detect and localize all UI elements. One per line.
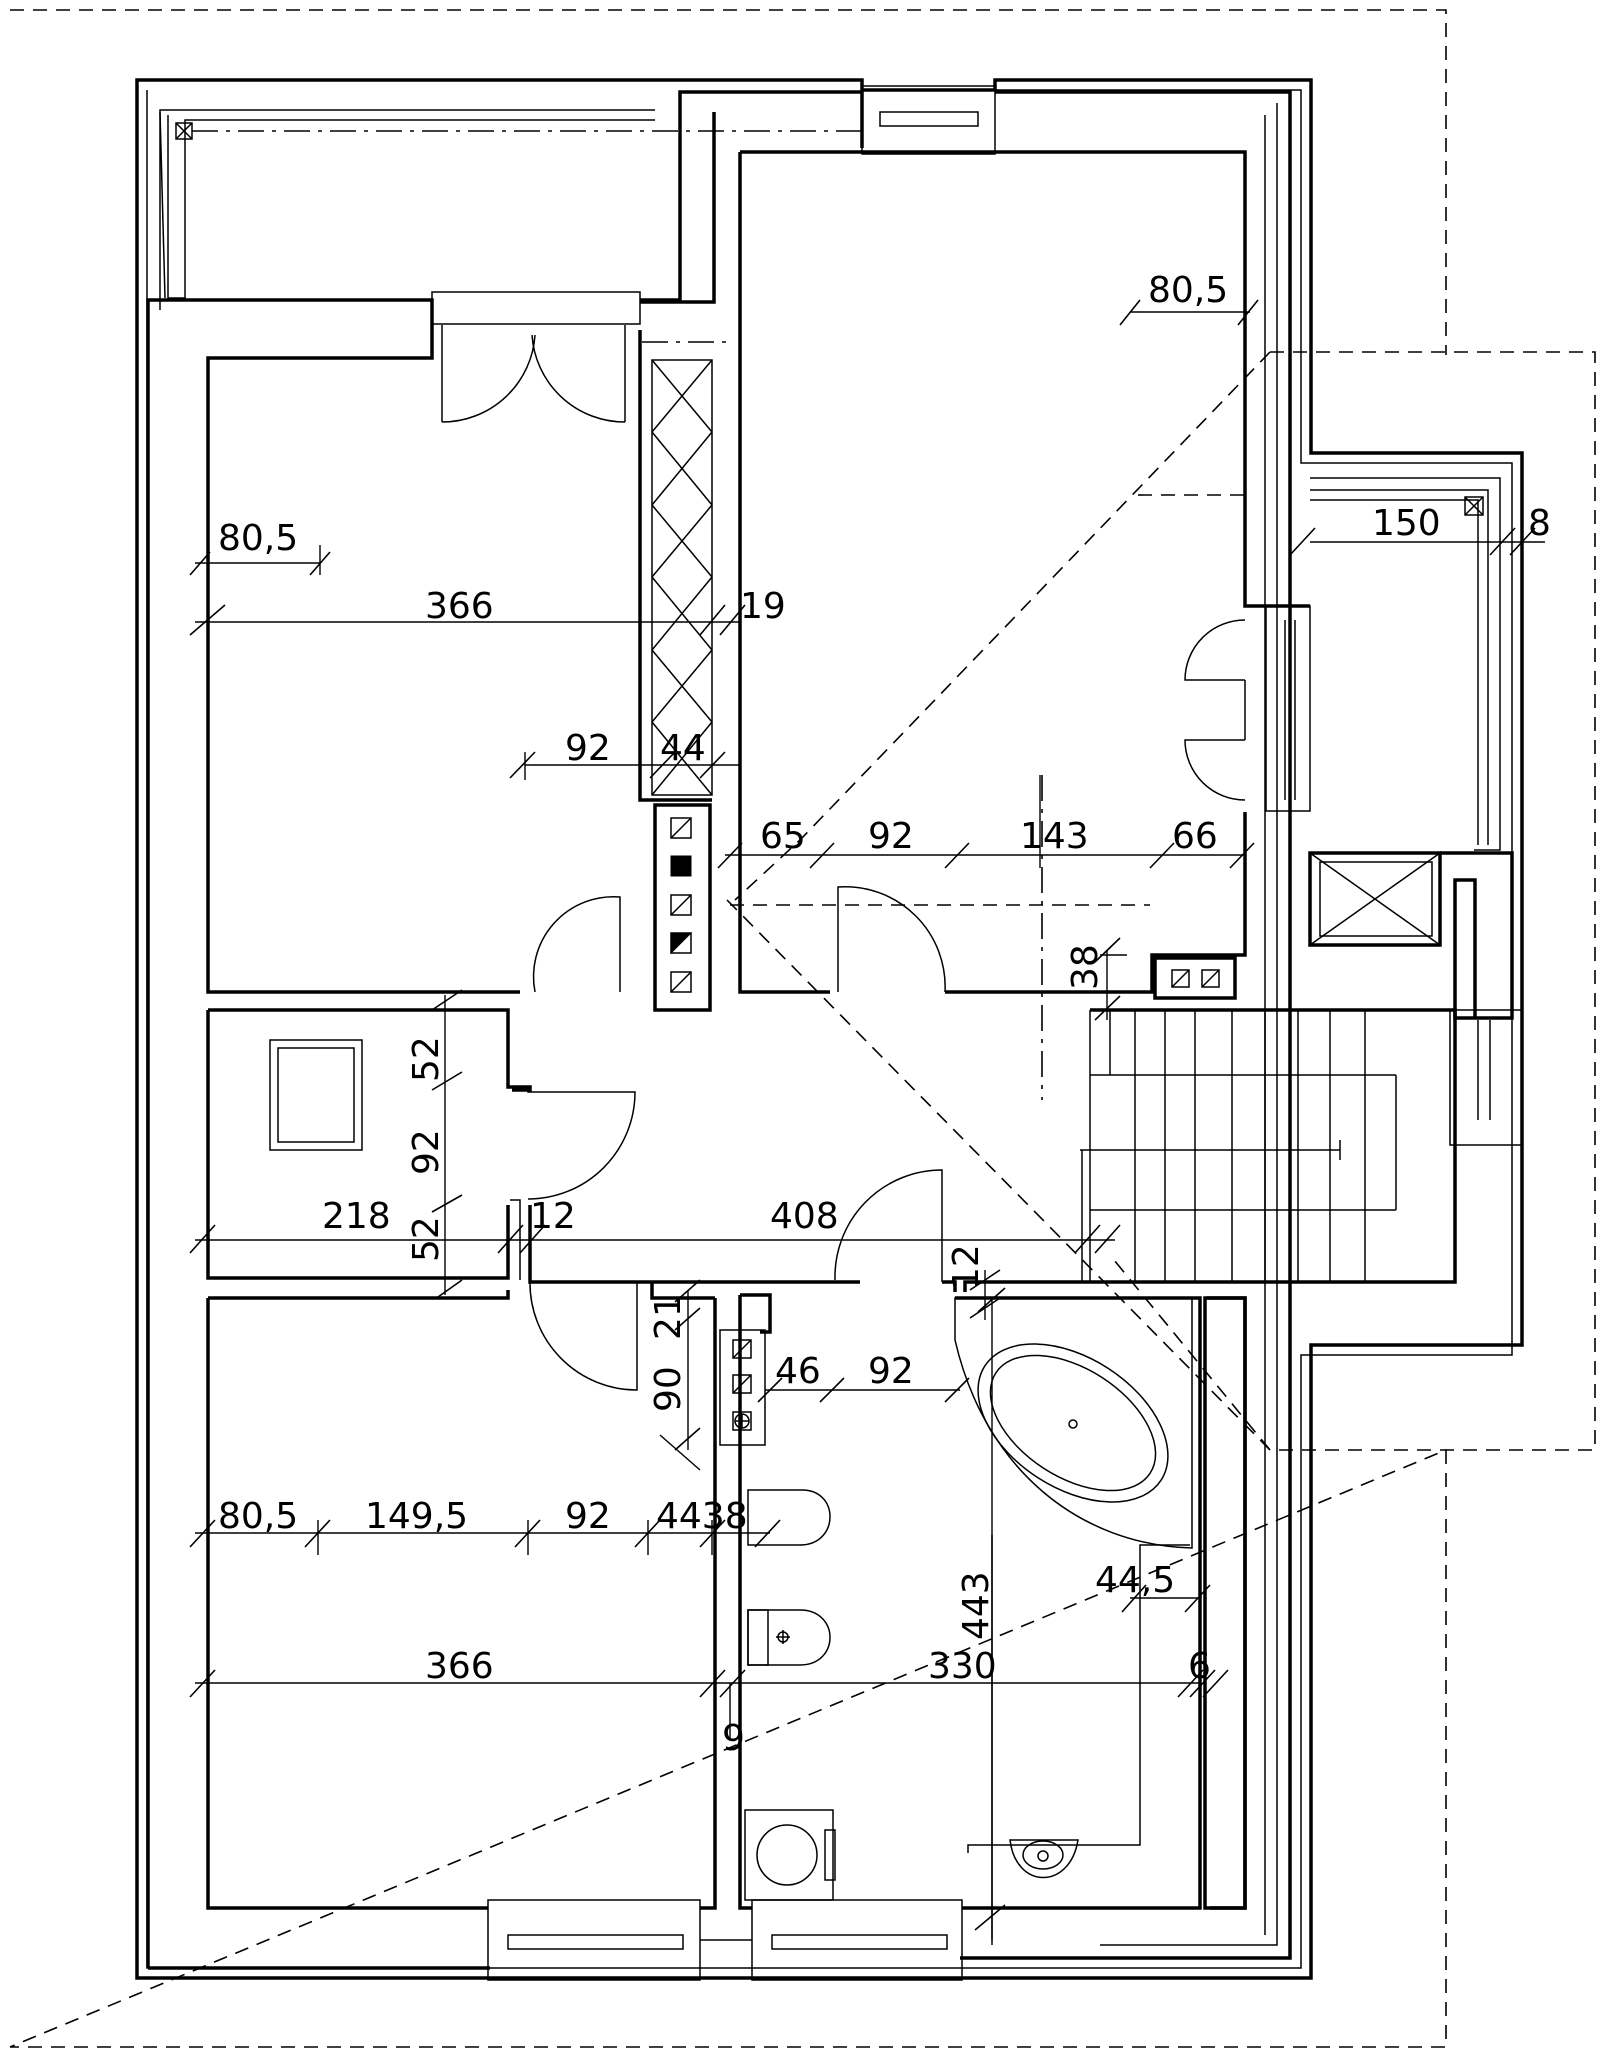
dim-90: 90: [648, 1366, 689, 1412]
dim-19: 19: [740, 586, 786, 627]
dim-12-left: 12: [530, 1196, 576, 1237]
exterior-walls: [135, 78, 1524, 1980]
dim-218: 218: [322, 1196, 391, 1237]
dim-44-38: 4438: [656, 1496, 748, 1537]
dim-92-bath: 92: [868, 1351, 914, 1392]
dim-52-top: 52: [406, 1036, 447, 1082]
dim-80-5-left-room: 80,5: [218, 518, 298, 559]
dim-149-5: 149,5: [365, 1496, 468, 1537]
lower-rooms: [206, 1282, 1247, 1981]
dim-330: 330: [928, 1646, 997, 1687]
balcony-east: [1184, 477, 1523, 1146]
dim-92-mid: 92: [868, 816, 914, 857]
roof-outline: [9, 9, 1596, 2048]
dim-52-bottom: 52: [406, 1216, 447, 1262]
balcony-west: [175, 85, 996, 423]
dim-80-5-lower: 80,5: [218, 1496, 298, 1537]
dim-92-vertical: 92: [406, 1129, 447, 1175]
dim-408: 408: [770, 1196, 839, 1237]
dim-366-upper: 366: [425, 586, 494, 627]
dim-12-right: 12: [946, 1244, 987, 1290]
dim-44-wardrobe: 44: [660, 728, 706, 769]
dim-46: 46: [775, 1351, 821, 1392]
dim-44-5: 44,5: [1095, 1560, 1175, 1601]
dim-9: 9: [722, 1718, 745, 1759]
dim-38-stairs: 38: [1065, 944, 1106, 990]
dim-6: 6: [1188, 1646, 1211, 1687]
staircase: [963, 775, 1457, 1292]
dim-65: 65: [760, 816, 806, 857]
dim-443: 443: [956, 1571, 997, 1640]
dimension-labels: 80,5 80,5 366 19 92 44 65 92 143 66 150 …: [218, 270, 1551, 1759]
dim-80-5-right-room: 80,5: [1148, 270, 1228, 311]
dim-66: 66: [1172, 816, 1218, 857]
dim-366-lower: 366: [425, 1646, 494, 1687]
dim-92-lower: 92: [565, 1496, 611, 1537]
dim-150: 150: [1372, 503, 1441, 544]
dim-143: 143: [1020, 816, 1089, 857]
dim-21: 21: [648, 1294, 689, 1340]
dimension-lines: [189, 299, 1545, 1940]
dim-92-wardrobe: 92: [565, 728, 611, 769]
dim-8: 8: [1528, 503, 1551, 544]
